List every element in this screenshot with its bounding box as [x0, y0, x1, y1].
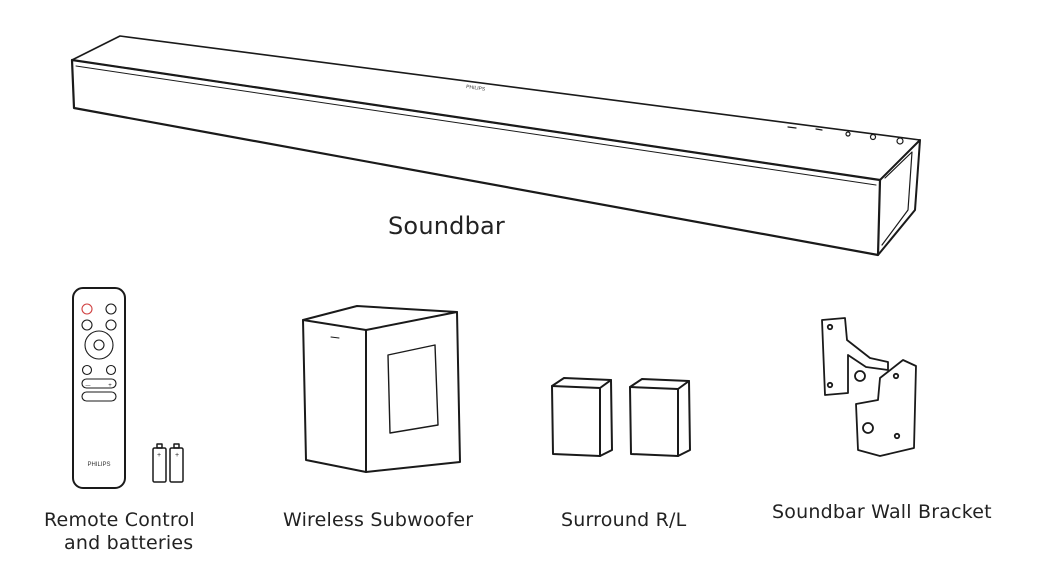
soundbar-label: Soundbar [388, 212, 505, 240]
subwoofer-label: Wireless Subwoofer [283, 509, 474, 531]
soundbar-illustration [70, 35, 921, 257]
battery-plus-left: + [157, 452, 161, 459]
surround-label: Surround R/L [561, 509, 687, 531]
battery-plus-right: + [175, 452, 179, 459]
bracket-label: Soundbar Wall Bracket [772, 501, 992, 523]
brand-logo-remote: PHILIPS [87, 462, 110, 468]
remote-volume-minus: — [86, 383, 91, 389]
wall-bracket-illustration [821, 317, 917, 457]
remote-control-illustration [72, 287, 126, 489]
remote-volume-plus: + [108, 383, 112, 389]
brand-logo-soundbar: PHILIPS [466, 84, 486, 93]
remote-label-line1: Remote Control [44, 509, 195, 531]
surround-speakers-illustration [551, 377, 691, 457]
remote-label-line2: and batteries [64, 532, 194, 554]
batteries-illustration [152, 443, 184, 483]
subwoofer-illustration [302, 305, 461, 473]
